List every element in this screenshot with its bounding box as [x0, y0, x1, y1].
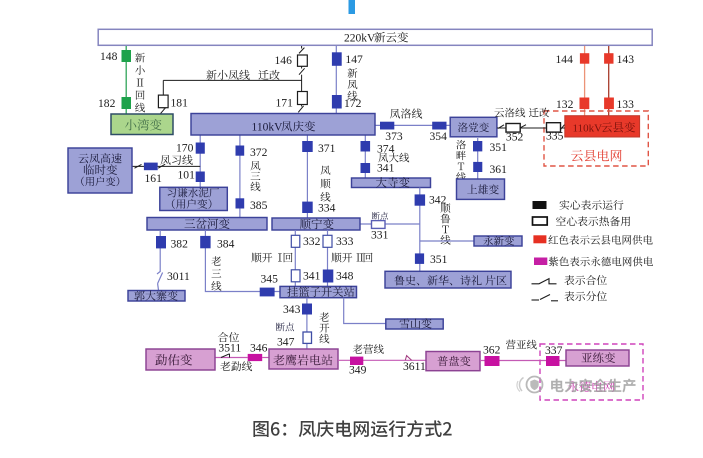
svg-text:346: 346: [250, 341, 268, 354]
svg-text:351: 351: [490, 141, 508, 154]
svg-text:3511: 3511: [218, 341, 241, 354]
svg-text:101: 101: [178, 169, 196, 182]
svg-text:171: 171: [276, 97, 294, 110]
svg-text:147: 147: [345, 53, 363, 66]
svg-text:348: 348: [336, 270, 354, 283]
svg-text:332: 332: [303, 235, 321, 248]
svg-text:170: 170: [176, 142, 194, 155]
svg-text:220kV: 220kV: [344, 33, 376, 45]
svg-text:374: 374: [377, 143, 395, 156]
svg-text:337: 337: [545, 344, 563, 357]
svg-text:343: 343: [283, 303, 301, 316]
svg-text:182: 182: [98, 97, 116, 110]
svg-text:181: 181: [171, 97, 189, 110]
svg-text:361: 361: [490, 163, 508, 176]
svg-text:331: 331: [371, 228, 389, 241]
svg-text:372: 372: [250, 146, 268, 159]
svg-text:133: 133: [617, 98, 635, 111]
svg-text:341: 341: [303, 270, 321, 283]
svg-text:362: 362: [483, 344, 501, 357]
svg-text:144: 144: [556, 53, 574, 66]
svg-text:110kV: 110kV: [252, 122, 284, 134]
svg-text:341: 341: [377, 162, 395, 175]
svg-text:335: 335: [546, 130, 564, 143]
svg-text:385: 385: [250, 199, 268, 212]
svg-text:146: 146: [275, 54, 293, 67]
svg-text:148: 148: [100, 50, 118, 63]
svg-text:349: 349: [349, 364, 367, 377]
svg-text:342: 342: [429, 194, 447, 207]
svg-text:3611: 3611: [403, 360, 426, 373]
svg-text:143: 143: [617, 53, 635, 66]
svg-text:373: 373: [385, 130, 403, 143]
svg-text:351: 351: [430, 253, 448, 266]
svg-text:354: 354: [430, 130, 448, 143]
svg-text:345: 345: [261, 273, 279, 286]
svg-text:110kV: 110kV: [573, 123, 603, 135]
svg-text:161: 161: [145, 172, 163, 185]
svg-text:3011: 3011: [167, 270, 190, 283]
svg-text:371: 371: [318, 142, 336, 155]
svg-text:334: 334: [318, 202, 336, 215]
svg-text:333: 333: [336, 235, 354, 248]
svg-text:352: 352: [506, 130, 524, 143]
svg-text:347: 347: [277, 336, 295, 349]
svg-text:384: 384: [217, 237, 235, 250]
svg-text:382: 382: [171, 237, 189, 250]
svg-text:132: 132: [556, 98, 574, 111]
